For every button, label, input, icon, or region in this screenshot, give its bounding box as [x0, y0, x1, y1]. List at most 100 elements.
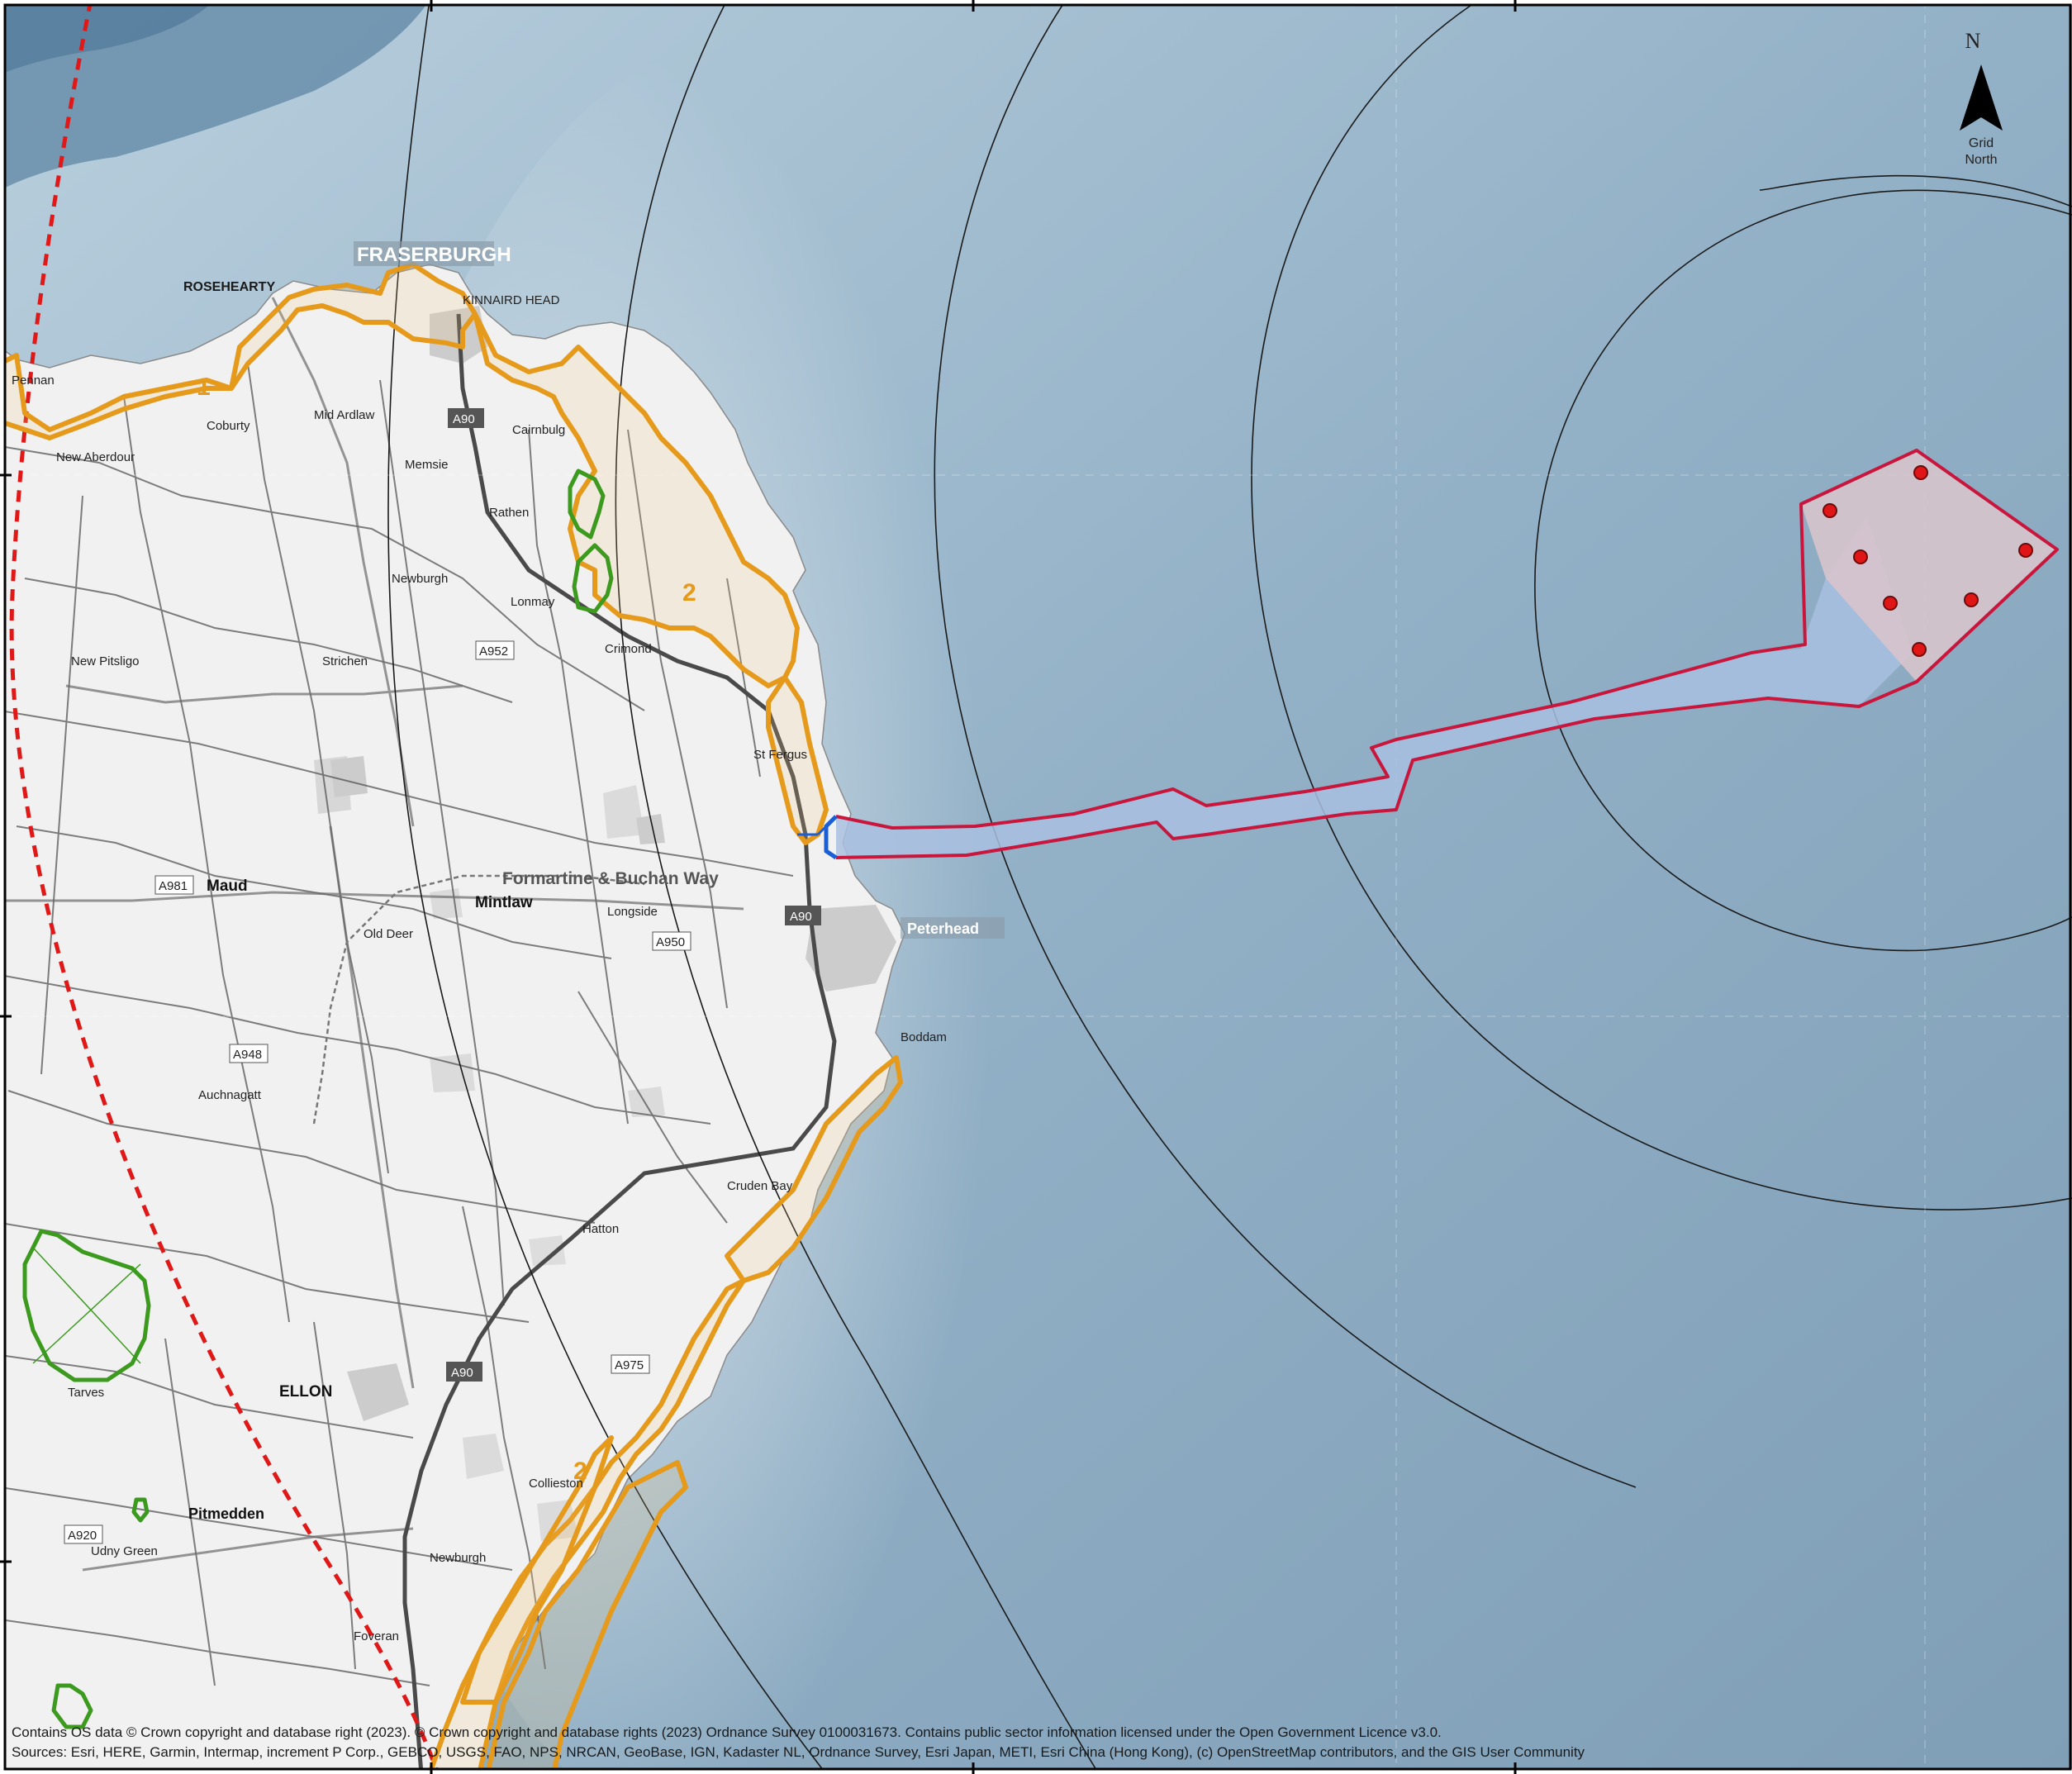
buffer-arc-5	[1534, 189, 2072, 952]
green-area-3	[22, 1229, 151, 1382]
a90-shield-bg	[448, 408, 484, 428]
formartine-buchan-way	[312, 874, 645, 1125]
green-area-3-cross	[32, 1247, 141, 1364]
label-formartine-buchan-way: Formartine & Buchan Way	[502, 869, 719, 888]
buffer-arc-3	[934, 5, 1637, 1488]
north-arrow: N Grid North	[1960, 29, 2003, 167]
label-auchnagatt: Auchnagatt	[198, 1088, 262, 1102]
a90-road	[402, 313, 837, 1769]
label-fraserburgh: FRASERBURGH	[357, 244, 511, 266]
turbine	[1912, 642, 1927, 657]
zone-label-2b: 2	[573, 1458, 587, 1485]
label-crimond: Crimond	[605, 642, 652, 656]
green-area-4	[131, 1497, 150, 1523]
label-memsie: Memsie	[405, 458, 449, 472]
label-rosehearty: ROSEHEARTY	[183, 280, 275, 294]
attribution-line-1: Contains OS data © Crown copyright and d…	[12, 1724, 1442, 1740]
peterhead-label-bg	[901, 917, 1005, 939]
turbine	[1913, 465, 1928, 480]
label-new-pitsligo: New Pitsligo	[71, 654, 140, 668]
green-area-5	[51, 1683, 93, 1729]
road-a952: A952	[479, 644, 508, 659]
label-new-aberdour: New Aberdour	[56, 450, 135, 464]
orange-boundary-6	[460, 1435, 614, 1705]
road-a920: A920	[68, 1529, 97, 1543]
road-a981: A981	[159, 879, 188, 893]
export-cable-corridor	[836, 516, 1913, 858]
a952-shield-bg	[475, 640, 515, 660]
road-a948: A948	[233, 1048, 262, 1062]
orange-boundary-5	[428, 1278, 746, 1769]
north-arrow-icon	[1960, 64, 2003, 131]
fraserburgh-label-bg	[354, 241, 494, 266]
array-area	[1801, 450, 2057, 682]
deep-water-patch	[5, 5, 426, 188]
turbine	[1964, 592, 1979, 607]
label-newburgh-n: Newburgh	[392, 572, 448, 586]
turbine	[1853, 549, 1868, 564]
label-mid-ardlaw: Mid Ardlaw	[314, 408, 375, 422]
north-line1: Grid	[1969, 136, 1994, 150]
label-old-deer: Old Deer	[364, 927, 413, 941]
label-boddam: Boddam	[901, 1030, 947, 1044]
secondary-roads	[5, 297, 744, 1572]
turbine	[1883, 596, 1898, 611]
turbine	[2018, 543, 2033, 558]
label-newburgh-s: Newburgh	[430, 1551, 486, 1565]
north-line2: North	[1965, 153, 1997, 167]
orange-boundaries	[5, 262, 903, 1769]
label-st-fergus: St Fergus	[753, 748, 807, 762]
label-udny-green: Udny Green	[91, 1544, 158, 1558]
label-coburty: Coburty	[207, 419, 250, 433]
orange-boundary-3	[766, 675, 829, 845]
green-area-2	[572, 543, 614, 614]
label-rathen: Rathen	[489, 506, 529, 520]
orange-boundary-2	[473, 312, 800, 688]
minor-roads	[5, 363, 794, 1686]
offshore-boundary-outline	[835, 449, 2059, 859]
frame-ticks	[0, 0, 1517, 1774]
label-maud: Maud	[207, 877, 248, 895]
label-pitmedden: Pitmedden	[188, 1505, 264, 1522]
turbine-locations	[1823, 465, 2033, 657]
zone-label-2a: 2	[682, 579, 696, 606]
a975-shield-bg	[611, 1354, 650, 1374]
a950-shield-bg	[652, 931, 691, 951]
label-longside: Longside	[607, 905, 658, 919]
orange-boundary-1	[5, 262, 478, 440]
road-a90-3: A90	[451, 1366, 473, 1380]
north-letter: N	[1965, 29, 1981, 53]
deep-water-patch-2	[5, 5, 210, 73]
road-a975: A975	[615, 1358, 644, 1372]
green-boundaries	[22, 468, 614, 1729]
orange-boundary-7	[486, 1460, 688, 1769]
red-dashed-line	[9, 5, 439, 1769]
a920-shield-bg	[64, 1524, 103, 1544]
label-foveran: Foveran	[354, 1629, 399, 1643]
road-a950: A950	[656, 935, 685, 949]
road-labels: A90 A90 A90 A952 A950 A948 A981 A920 A97…	[64, 408, 821, 1544]
attribution-line-2: Sources: Esri, HERE, Garmin, Intermap, i…	[12, 1744, 1585, 1760]
label-strichen: Strichen	[322, 654, 368, 668]
a948-shield-bg	[229, 1044, 269, 1063]
turbine	[1823, 503, 1837, 518]
a981-shield-bg	[154, 875, 194, 895]
zone-label-1: 1	[197, 373, 211, 401]
label-ellon: ELLON	[279, 1383, 332, 1401]
landfall-marker	[797, 815, 838, 860]
label-lonmay: Lonmay	[511, 595, 555, 609]
label-cairnbulg: Cairnbulg	[512, 423, 565, 437]
label-pennan: Pennan	[12, 373, 55, 388]
label-collieston: Collieston	[529, 1477, 583, 1491]
place-labels: FRASERBURGH KINNAIRD HEAD ROSEHEARTY Pen…	[12, 241, 1005, 1643]
road-a90-1: A90	[453, 412, 475, 426]
label-cruden-bay: Cruden Bay	[727, 1179, 793, 1193]
label-peterhead: Peterhead	[907, 920, 979, 937]
label-hatton: Hatton	[582, 1222, 619, 1236]
label-mintlaw: Mintlaw	[475, 894, 533, 911]
a90-shield-bg-2	[785, 906, 821, 925]
label-kinnaird-head: KINNAIRD HEAD	[463, 293, 560, 307]
road-a90-2: A90	[790, 910, 812, 924]
